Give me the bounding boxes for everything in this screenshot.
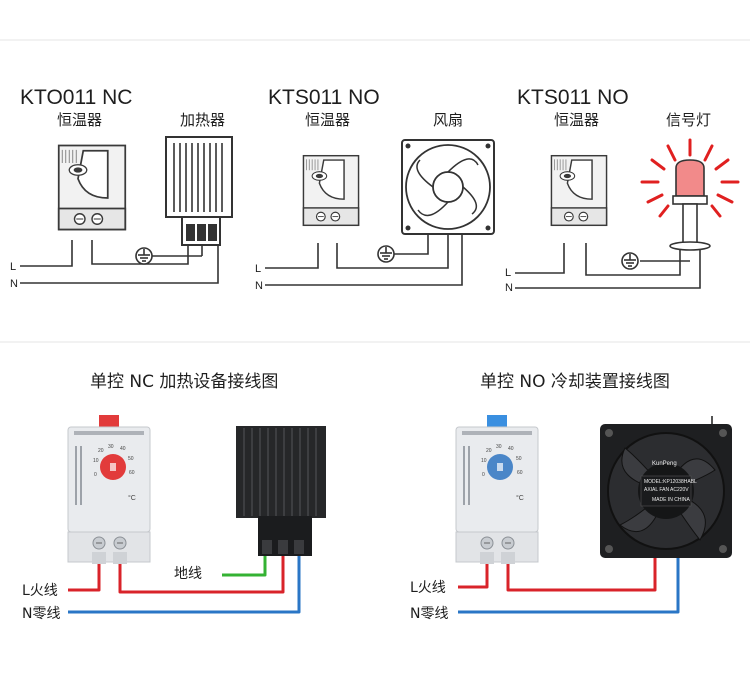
no-switched-wire [506, 558, 657, 592]
nc-heater-device [236, 426, 326, 556]
no-tick-40: 40 [508, 446, 514, 452]
kts2-lamp-label: 信号灯 [666, 111, 711, 129]
nc-tick-0: 0 [94, 472, 97, 478]
kts-model-label: KTS011 NO [268, 86, 380, 109]
nc-clip-tab [99, 415, 119, 429]
nc-neutral-label: N零线 [22, 606, 60, 622]
kts2-n-label: N [505, 282, 513, 294]
kto-thermostat-label: 恒温器 [57, 111, 102, 129]
kto-model-label: KTO011 NC [20, 86, 132, 109]
no-live-label: L火线 [410, 580, 446, 596]
no-tick-30: 30 [496, 444, 502, 450]
nc-tick-40: 40 [120, 446, 126, 452]
kts2-model-label: KTS011 NO [517, 86, 629, 109]
nc-neutral-wire [68, 556, 301, 614]
fan-origin: MADE IN CHINA [652, 497, 690, 503]
kts-fan-label: 风扇 [433, 111, 463, 129]
fan-type: AXIAL FAN [644, 487, 669, 493]
kts2-thermostat-icon [550, 154, 608, 227]
nc-photo-diagram: 单控 NC 加热设备接线图 20 30 40 10 50 0 60 °C [22, 372, 326, 622]
fan-brand: KunPeng [652, 461, 677, 467]
no-tick-50: 50 [516, 456, 522, 462]
no-live-wire [458, 564, 489, 589]
fan-model: MODEL:KP12038HABL [644, 479, 697, 485]
nc-thermostat-device: 20 30 40 10 50 0 60 °C [67, 415, 151, 564]
no-fan-device: KunPeng MODEL:KP12038HABL AXIAL FAN AC22… [600, 416, 732, 558]
kts2-ground-icon [621, 252, 639, 270]
nc-ground-label: 地线 [174, 566, 202, 582]
no-neutral-wire [458, 558, 680, 614]
kts-fan-schematic: KTS011 NO 恒温器 风扇 L N [255, 86, 495, 292]
no-unit: °C [516, 494, 524, 502]
nc-tick-30: 30 [108, 444, 114, 450]
nc-tick-20: 20 [98, 448, 104, 454]
no-tick-10: 10 [481, 458, 487, 464]
kts-l-label: L [255, 263, 261, 275]
kts-ground-icon [377, 245, 395, 263]
kts-thermostat-label: 恒温器 [305, 111, 350, 129]
nc-switched-wire [118, 556, 285, 594]
nc-ground-wire [222, 556, 267, 577]
nc-live-label: L火线 [22, 583, 58, 599]
no-neutral-label: N零线 [410, 606, 448, 622]
fan-voltage: AC220V [670, 487, 689, 493]
kts-thermostat-icon [302, 154, 360, 227]
kts-n-label: N [255, 280, 263, 292]
kts-lamp-schematic: KTS011 NO 恒温器 信号灯 L N [505, 86, 740, 294]
fan-icon [401, 139, 495, 235]
kto-l-label: L [10, 261, 16, 273]
no-tick-60: 60 [517, 470, 523, 476]
no-photo-diagram: 单控 NO 冷却装置接线图 20 30 40 10 50 0 60 °C [410, 372, 732, 622]
heater-icon [165, 136, 233, 246]
no-clip-tab [487, 415, 507, 429]
kts2-l-label: L [505, 267, 511, 279]
nc-unit: °C [128, 494, 136, 502]
kto-ground-icon [135, 247, 153, 265]
nc-tick-10: 10 [93, 458, 99, 464]
no-tick-20: 20 [486, 448, 492, 454]
kto-schematic: KTO011 NC 恒温器 加热器 L N [10, 86, 233, 290]
nc-tick-50: 50 [128, 456, 134, 462]
signal-lamp-icon [640, 138, 740, 251]
kto-thermostat-icon [57, 144, 127, 231]
nc-tick-60: 60 [129, 470, 135, 476]
no-thermostat-device: 20 30 40 10 50 0 60 °C [455, 415, 539, 564]
nc-heading: 单控 NC 加热设备接线图 [90, 372, 278, 392]
kts2-thermostat-label: 恒温器 [554, 111, 599, 129]
kto-n-label: N [10, 278, 18, 290]
kto-heater-label: 加热器 [180, 111, 225, 129]
nc-live-wire [68, 564, 101, 592]
no-tick-0: 0 [482, 472, 485, 478]
no-heading: 单控 NO 冷却装置接线图 [480, 372, 670, 392]
